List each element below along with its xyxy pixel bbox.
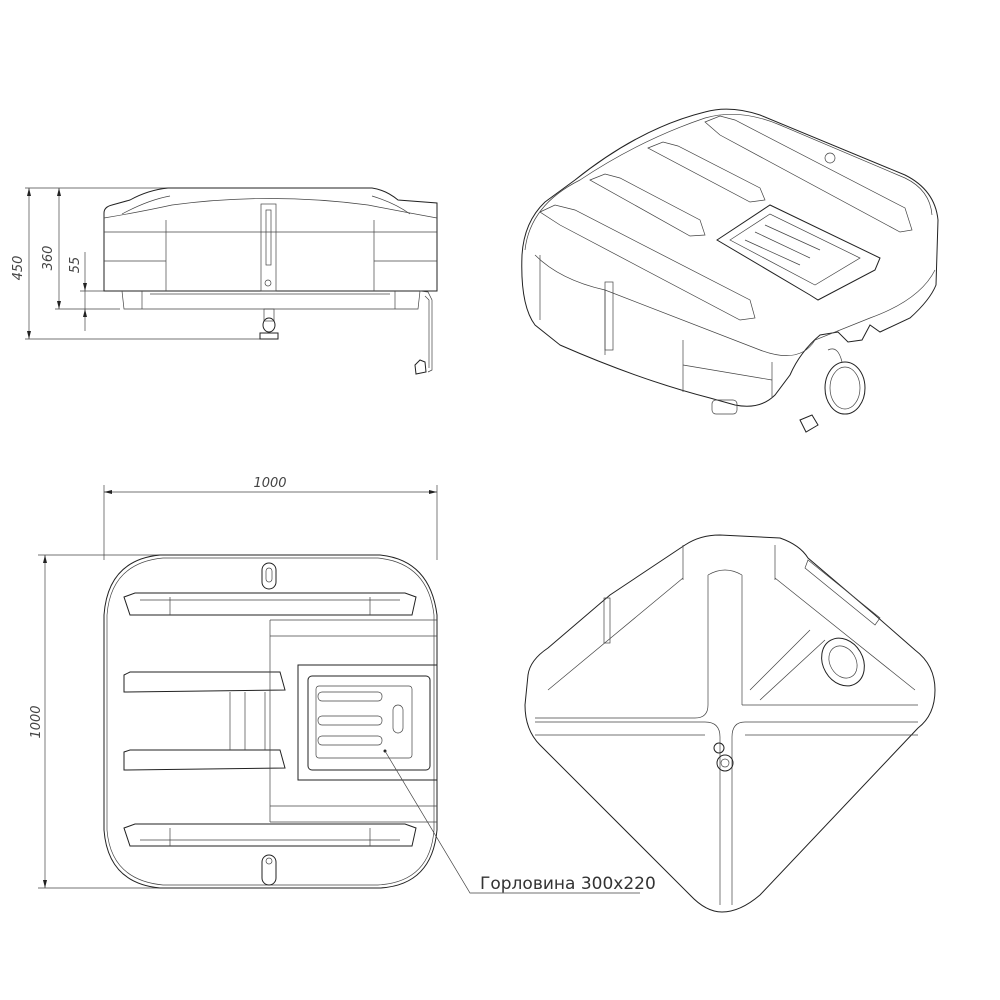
- dim-depth-1000: 1000: [29, 705, 44, 738]
- dim-width-1000: 1000: [253, 476, 286, 491]
- side-view: [25, 187, 438, 375]
- plan-view: [38, 485, 640, 894]
- dim-55: 55: [68, 257, 83, 274]
- dim-360: 360: [41, 246, 56, 271]
- iso-top-view: [521, 108, 939, 433]
- hatch-callout-label: Горловина 300x220: [480, 874, 656, 894]
- iso-bottom-view: [524, 534, 936, 913]
- dim-450: 450: [11, 256, 26, 281]
